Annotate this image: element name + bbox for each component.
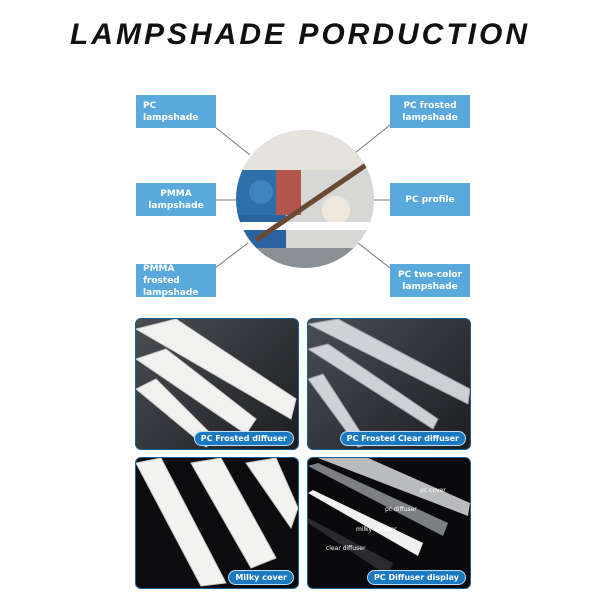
pc-cover-label: pc cover — [420, 487, 446, 494]
clear-diffuser-label: clear diffuser — [326, 545, 366, 552]
panel-label: PC Frosted diffuser — [193, 431, 294, 446]
page-title: LAMPSHADE PORDUCTION — [69, 18, 530, 51]
label-pc-lampshade: PC lampshade — [136, 95, 216, 128]
label-pc-two-color-lampshade: PC two-color lampshade — [390, 264, 470, 297]
label-pc-profile: PC profile — [390, 183, 470, 216]
pc-diffuser-label: pc diffuser — [385, 506, 417, 513]
panel-label: PC Diffuser display — [366, 570, 466, 585]
panel-label: Milky cover — [228, 570, 294, 585]
panel-label: PC Frosted Clear diffuser — [339, 431, 466, 446]
milky-diffuser-label: milky diffuser — [356, 526, 397, 533]
label-pmma-frosted-lampshade: PMMA frosted lampshade — [136, 264, 216, 298]
label-pc-frosted-lampshade: PC frosted lampshade — [390, 95, 470, 128]
label-pmma-lampshade: PMMA lampshade — [136, 183, 216, 216]
panel-pc-diffuser-display: pc cover pc diffuser milky diffuser clea… — [307, 457, 471, 589]
panel-pc-frosted-diffuser: PC Frosted diffuser — [135, 318, 299, 450]
panel-milky-cover: Milky cover — [135, 457, 299, 589]
production-machine-photo — [236, 130, 374, 268]
panel-pc-frosted-clear-diffuser: PC Frosted Clear diffuser — [307, 318, 471, 450]
